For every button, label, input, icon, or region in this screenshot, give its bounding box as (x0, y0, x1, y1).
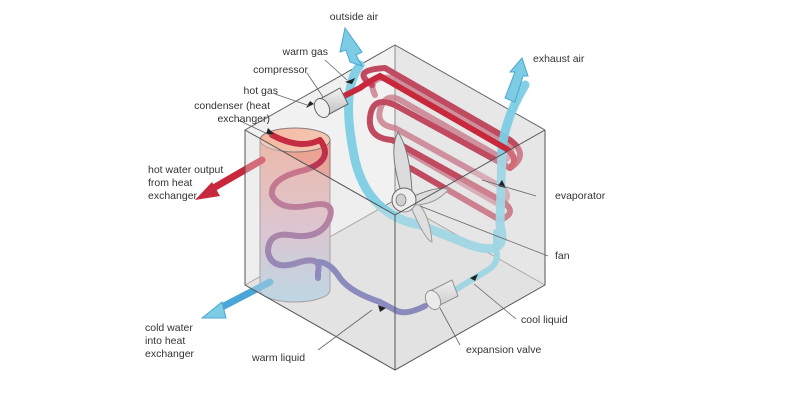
compressor-end (313, 97, 331, 119)
fan-hub-center (395, 193, 407, 207)
leader-warm-liquid (317, 309, 373, 351)
compressor (313, 87, 349, 119)
leader-warm-gas (324, 59, 348, 81)
label-cold-water: cold water into heat exchanger (145, 322, 195, 360)
air-duct-path (344, 60, 530, 254)
label-warm-liquid: warm liquid (252, 352, 306, 364)
flow-arrows (266, 78, 506, 312)
flow-arrow-cool-liquid (470, 274, 478, 281)
flow-arrow-warm-gas (345, 78, 355, 84)
leader-lines (237, 59, 549, 351)
leader-expansion-valve (439, 307, 461, 346)
label-exhaust-air: exhaust air (533, 53, 585, 65)
exhaust-air-arrow (504, 57, 529, 103)
fan-blade-right (413, 188, 449, 206)
label-evaporator: evaporator (555, 190, 606, 202)
label-expansion-valve: expansion valve (466, 344, 542, 356)
label-fan: fan (555, 250, 570, 262)
fan (391, 131, 449, 243)
valve-end (424, 289, 442, 311)
label-hot-water-output: hot water output from heat exchanger (148, 164, 224, 202)
outside-air-arrow (339, 26, 364, 67)
label-compressor: compressor (253, 64, 308, 76)
leader-fan (419, 205, 549, 257)
fan-blade-top (393, 131, 413, 196)
label-condenser: condenser (heat exchanger) (194, 100, 270, 125)
leader-evaporator (481, 179, 537, 197)
leader-compressor (306, 72, 324, 98)
box-front-left-face (245, 130, 395, 370)
enclosure-front (244, 129, 546, 371)
label-outside-air: outside air (329, 11, 379, 23)
flow-arrow-condenser (266, 128, 274, 134)
leader-hot-gas (274, 93, 311, 107)
cool-liquid-line (452, 229, 500, 293)
expansion-valve (424, 279, 459, 311)
hot-water-arrow (195, 182, 220, 200)
label-cool-liquid: cool liquid (521, 314, 568, 326)
tank-top (259, 127, 331, 153)
label-warm-gas: warm gas (282, 46, 328, 58)
condenser-tank (259, 127, 334, 303)
flow-arrow-warm-liquid (378, 305, 386, 312)
cold-water-arrow (200, 301, 227, 319)
condenser-coil (265, 132, 334, 281)
cold-water-pipe (218, 278, 274, 311)
flow-arrow-evaporator (498, 180, 506, 188)
flow-arrow-hot-gas (306, 101, 314, 108)
hot-water-pipe (206, 156, 266, 194)
box-front-right-face (395, 130, 545, 370)
leader-cool-liquid (473, 283, 517, 320)
leader-condenser (237, 119, 273, 137)
warm-liquid-line (315, 259, 428, 316)
label-hot-gas: hot gas (243, 85, 278, 97)
hot-gas-line (337, 72, 517, 171)
